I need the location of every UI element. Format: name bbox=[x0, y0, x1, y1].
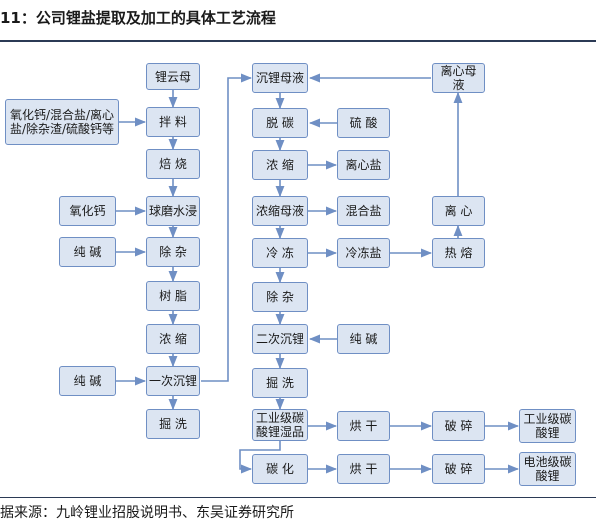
node-carbonation: 碳 化 bbox=[252, 454, 308, 484]
node-soda-ash-1: 纯 碱 bbox=[59, 237, 116, 267]
node-soda-ash-2: 纯 碱 bbox=[59, 366, 116, 396]
node-washing-1: 掘 洗 bbox=[146, 409, 200, 439]
source-note: 据来源：九岭锂业招股说明书、东吴证券研究所 bbox=[0, 505, 294, 521]
node-washing-2: 掘 洗 bbox=[252, 368, 308, 398]
node-centrifuge-liquor: 离心母液 bbox=[432, 63, 485, 93]
node-centrifugal-salt: 离心盐 bbox=[337, 150, 390, 180]
node-centrifuge: 离 心 bbox=[432, 196, 485, 226]
node-drying-2: 烘 干 bbox=[337, 454, 390, 484]
node-soda-ash-3: 纯 碱 bbox=[337, 324, 390, 354]
node-drying-1: 烘 干 bbox=[337, 411, 390, 441]
node-calcium-oxide: 氧化钙 bbox=[59, 196, 116, 226]
node-resin: 树 脂 bbox=[146, 281, 200, 311]
node-industrial-wet-product: 工业级碳酸锂湿品 bbox=[252, 409, 308, 441]
node-hot-melt: 热 熔 bbox=[432, 238, 485, 268]
node-mixing: 拌 料 bbox=[146, 107, 200, 137]
bottom-rule bbox=[0, 497, 596, 498]
node-mixed-salt: 混合盐 bbox=[337, 196, 390, 226]
node-impurity-removal-2: 除 杂 bbox=[252, 282, 308, 312]
node-decarbonation: 脱 碳 bbox=[252, 108, 308, 138]
node-crushing-2: 破 碎 bbox=[432, 454, 485, 484]
node-frozen-salt: 冷冻盐 bbox=[337, 238, 390, 268]
node-first-precipitation: 一次沉锂 bbox=[146, 366, 200, 396]
node-industrial-lithium-carbonate: 工业级碳酸锂 bbox=[519, 409, 576, 443]
node-ball-mill-leach: 球磨水浸 bbox=[146, 196, 200, 226]
node-lepidolite: 锂云母 bbox=[146, 63, 200, 90]
node-concentrate-2: 浓 缩 bbox=[252, 150, 308, 180]
node-second-precipitation: 二次沉锂 bbox=[252, 324, 308, 354]
node-crushing-1: 破 碎 bbox=[432, 411, 485, 441]
node-additive-mix: 氧化钙/混合盐/离心盐/除杂渣/硫酸钙等 bbox=[5, 99, 119, 145]
node-impurity-removal-1: 除 杂 bbox=[146, 237, 200, 267]
top-rule bbox=[0, 40, 596, 42]
figure-title: 11：公司锂盐提取及加工的具体工艺流程 bbox=[0, 9, 276, 27]
node-battery-lithium-carbonate: 电池级碳酸锂 bbox=[519, 452, 576, 486]
node-roasting: 焙 烧 bbox=[146, 149, 200, 179]
node-sulfuric-acid: 硫 酸 bbox=[337, 108, 390, 138]
arrow-m9-m10 bbox=[239, 441, 281, 474]
node-concentrated-liquor: 浓缩母液 bbox=[252, 196, 308, 226]
node-freezing: 冷 冻 bbox=[252, 238, 308, 268]
node-concentrate-1: 浓 缩 bbox=[146, 324, 200, 354]
node-precipitation-liquor: 沉锂母液 bbox=[252, 63, 308, 93]
arrow-n8-m1 bbox=[201, 73, 253, 382]
